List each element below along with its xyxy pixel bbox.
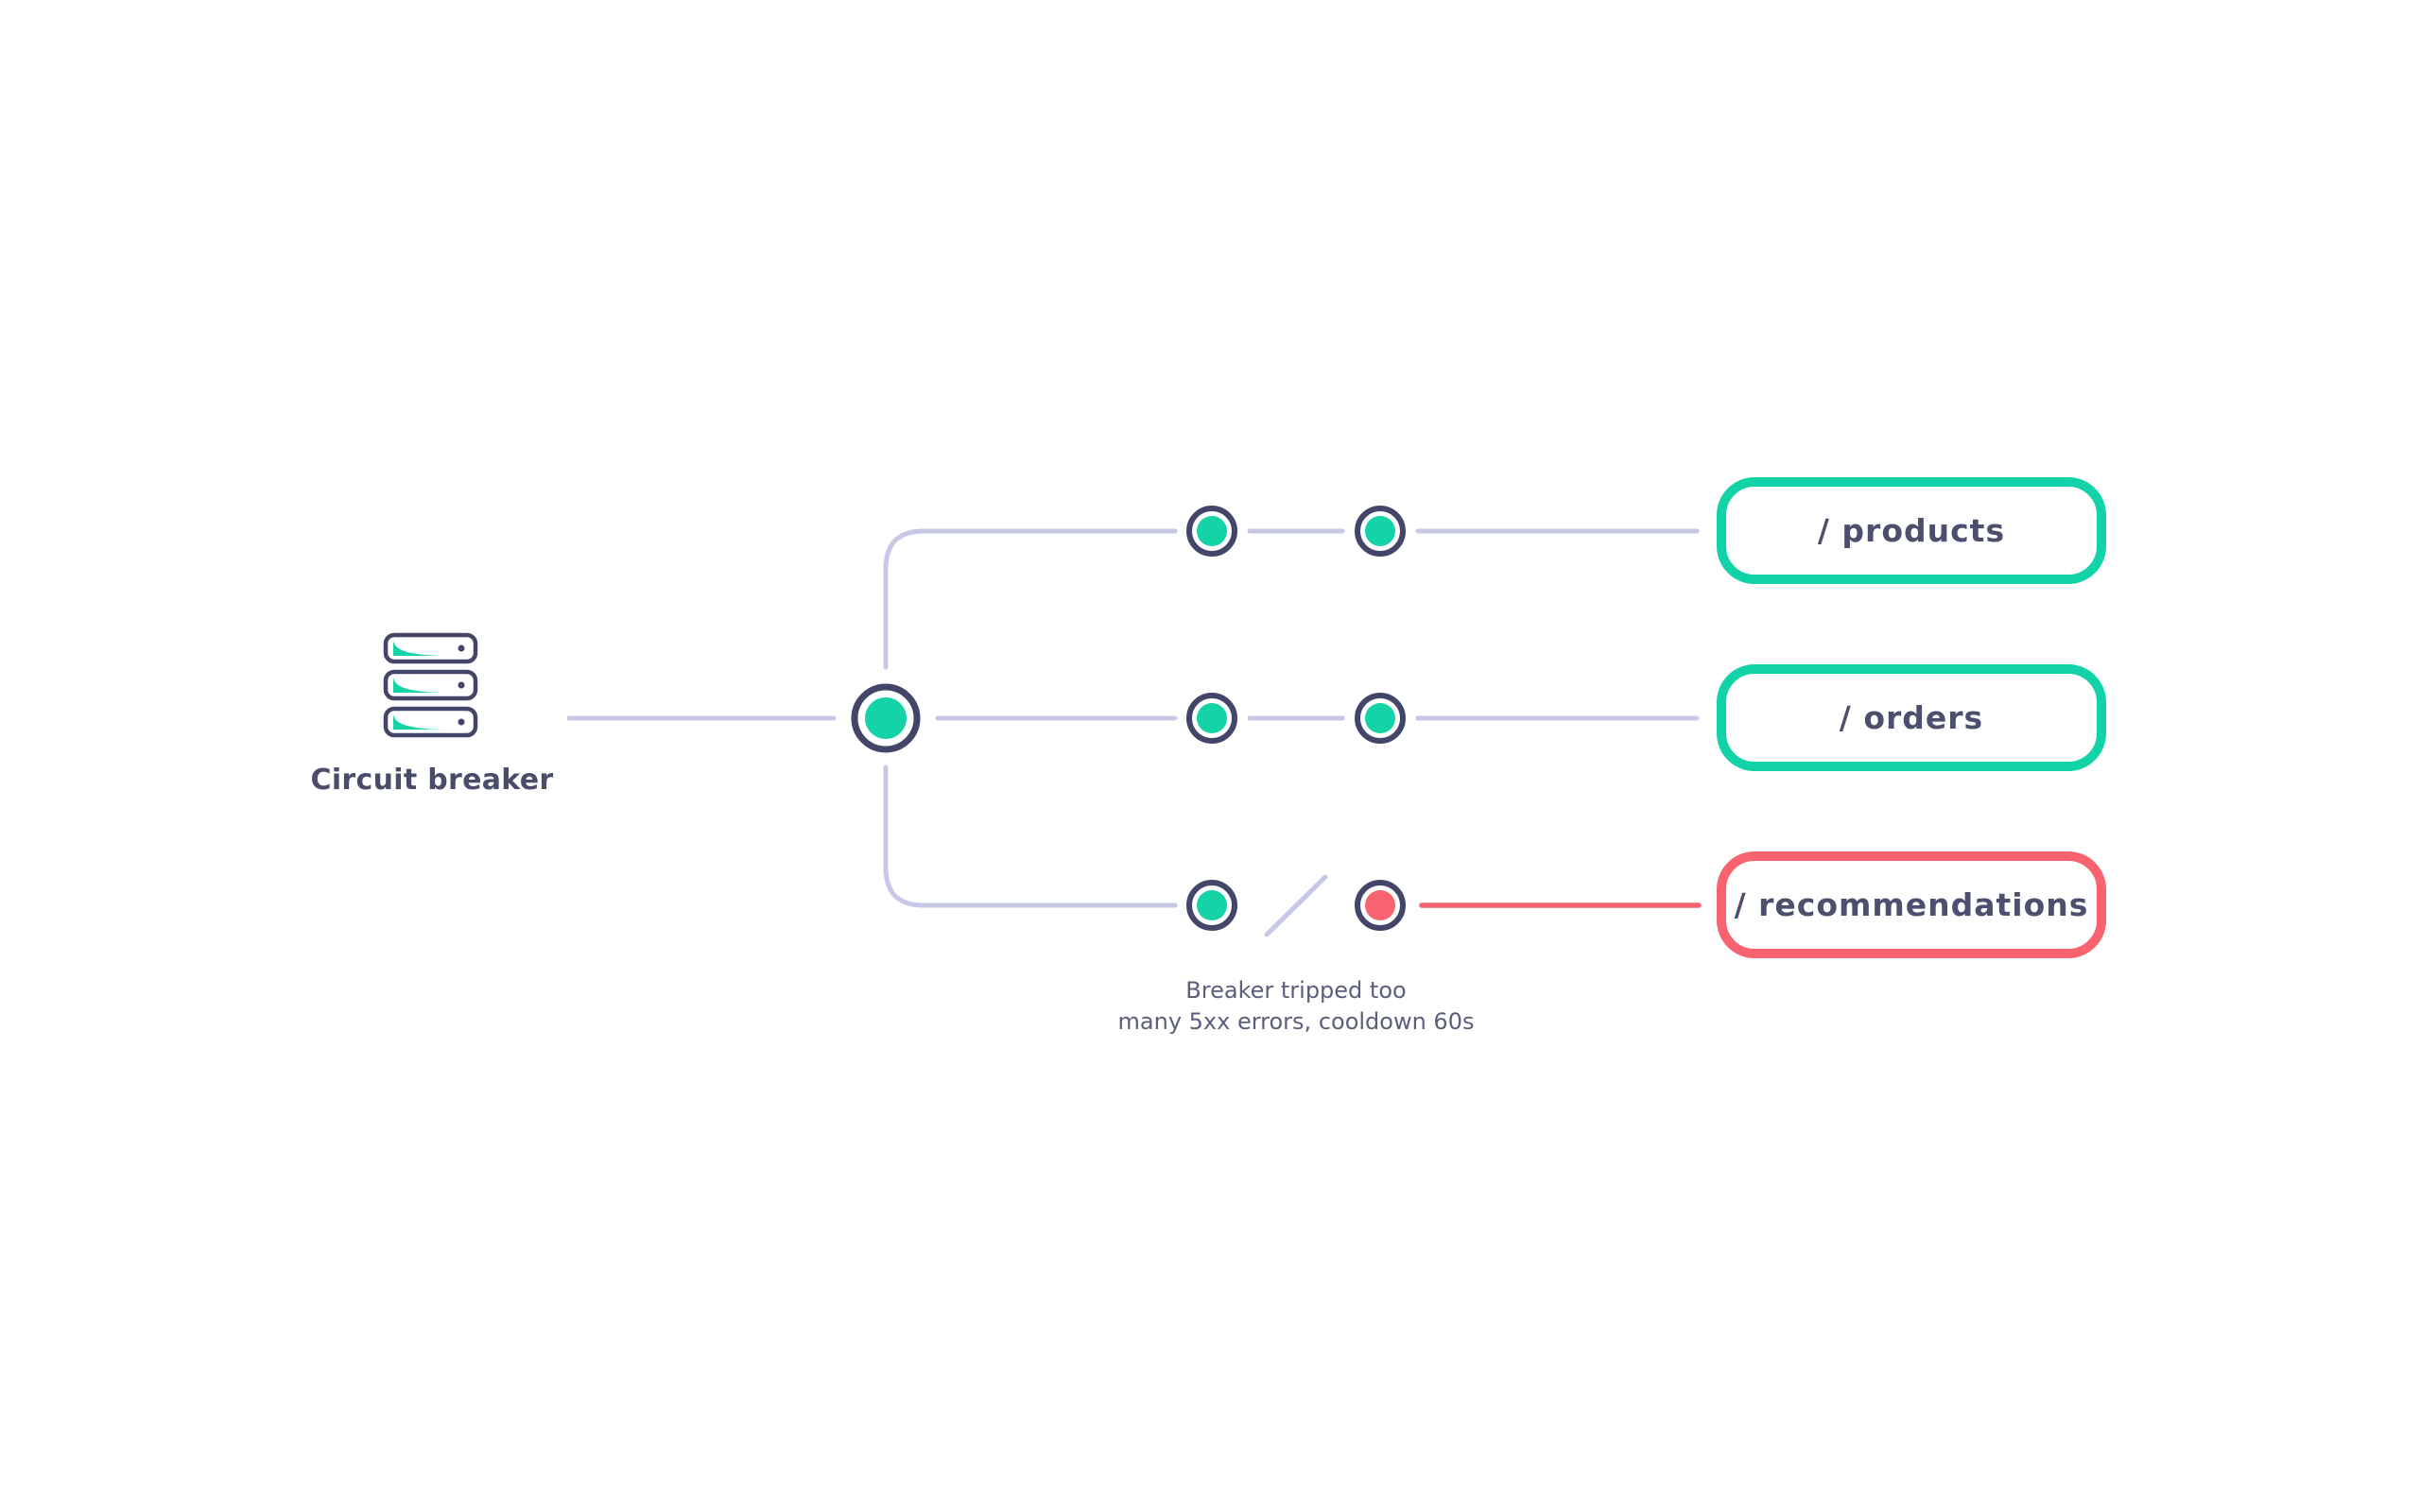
wire-hub-to-products-branch — [883, 528, 1178, 670]
server-stack-icon — [383, 632, 478, 738]
node-healthy-icon — [1197, 516, 1227, 546]
breaker-hub-node — [851, 683, 921, 753]
recommendations-branch-nodes — [1186, 880, 1406, 931]
endpoint-orders-label: / orders — [1839, 699, 1984, 736]
endpoint-recommendations: / recommendations — [1717, 851, 2106, 958]
node-healthy-icon — [1365, 703, 1395, 733]
endpoint-products-label: / products — [1817, 512, 2006, 549]
node-healthy-icon — [1197, 703, 1227, 733]
server-activity-spark — [393, 714, 442, 730]
wire-hub-to-recommendations-branch — [883, 765, 1178, 908]
endpoint-orders: / orders — [1717, 664, 2106, 771]
hub-status-healthy-icon — [865, 697, 907, 739]
caption-line-2: many 5xx errors, cooldown 60s — [1117, 1008, 1475, 1035]
server-bar-2 — [383, 669, 478, 701]
endpoint-products: / products — [1717, 477, 2106, 584]
server-bar-3 — [383, 706, 478, 738]
connector-wires — [566, 528, 1700, 937]
server-bar-1 — [383, 632, 478, 664]
circuit-breaker-label: Circuit breaker — [310, 764, 554, 797]
open-breaker-switch-icon — [1264, 874, 1328, 937]
server-led-dot — [458, 681, 465, 689]
node-failing-icon — [1365, 890, 1395, 920]
caption-line-1: Breaker tripped too — [1185, 977, 1407, 1004]
server-led-dot — [458, 718, 465, 726]
node-healthy-icon — [1365, 516, 1395, 546]
server-led-dot — [458, 644, 465, 652]
server-activity-spark — [393, 678, 442, 693]
server-activity-spark — [393, 641, 442, 656]
breaker-tripped-caption: Breaker tripped too many 5xx errors, coo… — [1118, 975, 1475, 1038]
products-branch-nodes — [1186, 506, 1406, 557]
orders-branch-nodes — [1186, 693, 1406, 744]
node-healthy-icon — [1197, 890, 1227, 920]
endpoint-recommendations-label: / recommendations — [1734, 886, 2089, 923]
